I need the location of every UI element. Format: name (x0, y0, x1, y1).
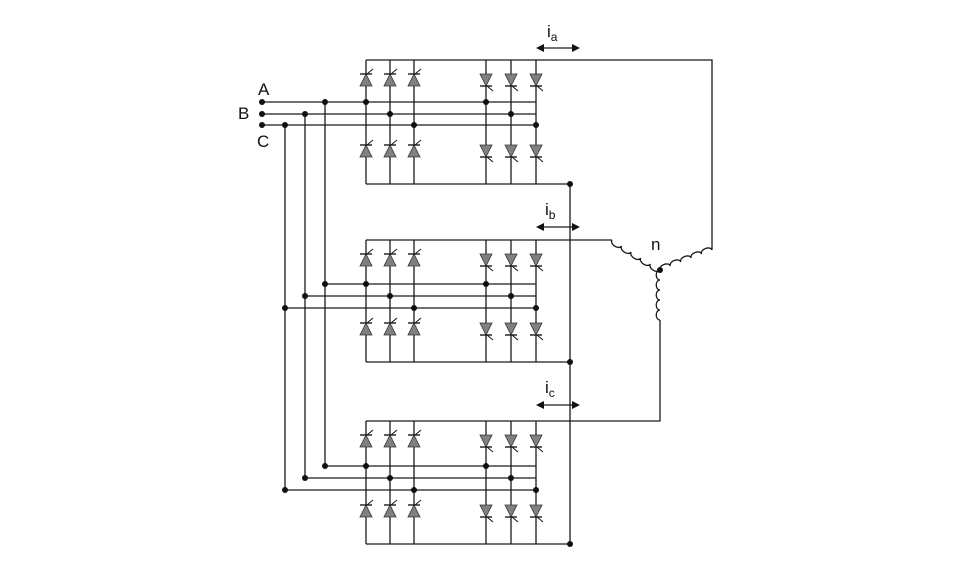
input-terminal-dot (259, 122, 265, 128)
bus-junction-dot (483, 463, 489, 469)
input-label-b: B (238, 104, 249, 123)
input-label-a: A (258, 80, 270, 99)
bus-junction-dot (533, 122, 539, 128)
winding-b-icon (610, 239, 661, 273)
arrow-head-left (536, 44, 544, 52)
feeder-junction-dot (282, 305, 288, 311)
output-rail-dot (567, 359, 573, 365)
wiring (262, 59, 713, 545)
bus-junction-dot (363, 281, 369, 287)
feeder-junction-dot (302, 293, 308, 299)
neutral-label: n (651, 235, 660, 254)
bus-junction-dot (387, 111, 393, 117)
winding-a-icon (659, 247, 713, 271)
bus-junction-dot (508, 475, 514, 481)
bus-junction-dot (533, 487, 539, 493)
bus-junction-dot (387, 293, 393, 299)
feeder-junction-dot (322, 281, 328, 287)
arrow-head-left (536, 401, 544, 409)
bus-junction-dot (533, 305, 539, 311)
arrow-head-right (572, 401, 580, 409)
output-rail-dot (567, 181, 573, 187)
input-junction-dot (302, 111, 308, 117)
feeder-junction-dot (282, 487, 288, 493)
input-junction-dot (282, 122, 288, 128)
bus-junction-dot (363, 463, 369, 469)
input-terminal-dot (259, 111, 265, 117)
bus-junction-dot (387, 475, 393, 481)
feeder-junction-dot (302, 475, 308, 481)
input-label-c: C (257, 132, 269, 151)
input-junction-dot (322, 99, 328, 105)
current-label-b: ib (545, 200, 556, 222)
junctions (259, 99, 663, 547)
bus-junction-dot (411, 305, 417, 311)
arrow-head-left (536, 223, 544, 231)
bus-junction-dot (411, 122, 417, 128)
bus-junction-dot (483, 99, 489, 105)
arrow-head-right (572, 44, 580, 52)
winding-c-icon (655, 269, 661, 321)
current-label-c: ic (545, 378, 555, 400)
bus-junction-dot (483, 281, 489, 287)
current-arrows (536, 44, 580, 409)
bus-junction-dot (508, 111, 514, 117)
bus-junction-dot (363, 99, 369, 105)
bus-junction-dot (411, 487, 417, 493)
load-windings (610, 239, 713, 321)
load-lead-a (570, 59, 713, 250)
bus-junction-dot (508, 293, 514, 299)
current-label-a: ia (547, 22, 558, 44)
input-terminal-dot (259, 99, 265, 105)
feeder-junction-dot (322, 463, 328, 469)
neutral-point-dot (657, 267, 663, 273)
load-lead-c (570, 320, 661, 422)
arrow-head-right (572, 223, 580, 231)
output-rail-dot (567, 541, 573, 547)
